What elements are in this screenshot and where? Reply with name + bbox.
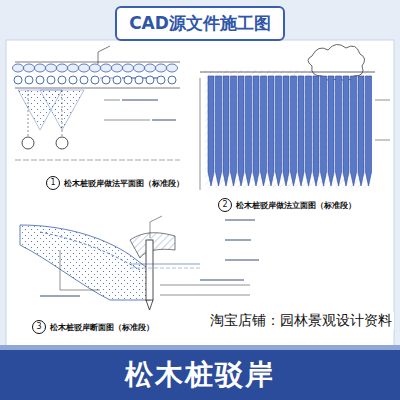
plan-view	[15, 46, 180, 160]
view-title: 松木桩驳岸断面图（标准段）	[50, 322, 154, 333]
pile-row	[13, 64, 178, 84]
header-box: CAD源文件施工图	[115, 6, 285, 41]
pine-pile	[366, 76, 372, 186]
view-title: 松木桩驳岸做法立面图（标准段）	[236, 200, 356, 211]
stone	[167, 64, 178, 72]
pile-top	[146, 76, 154, 84]
stone	[123, 64, 134, 72]
view-caption: 2 松木桩驳岸做法立面图（标准段）	[218, 198, 356, 212]
pine-pile	[216, 76, 222, 186]
pile-grid	[208, 76, 372, 186]
sheet	[6, 40, 394, 348]
pine-pile	[298, 76, 304, 186]
pine-pile	[276, 76, 282, 186]
view-title: 松木桩驳岸做法平面图（标准段）	[64, 178, 184, 189]
pine-pile	[223, 76, 229, 186]
pile-top	[69, 76, 77, 84]
stone	[13, 64, 24, 72]
pine-pile	[351, 76, 357, 186]
stone	[145, 64, 156, 72]
pile-top	[113, 76, 121, 84]
pine-pile	[343, 76, 349, 186]
stone	[46, 64, 57, 72]
pine-pile	[328, 76, 334, 186]
stone	[90, 64, 101, 72]
stone	[79, 64, 90, 72]
note-stroke	[200, 279, 244, 281]
note-stroke	[225, 259, 259, 261]
pine-pile	[208, 76, 214, 186]
pile-top	[25, 76, 33, 84]
note-stroke	[225, 239, 251, 241]
pine-pile	[261, 76, 267, 186]
header-text: CAD源文件施工图	[129, 13, 271, 33]
stone	[156, 64, 167, 72]
stone	[24, 64, 35, 72]
pine-pile	[313, 76, 319, 186]
pine-pile	[268, 76, 274, 186]
pile-top	[47, 76, 55, 84]
pine-pile	[283, 76, 289, 186]
stone	[101, 64, 112, 72]
pine-pile	[336, 76, 342, 186]
callout-number: 2	[218, 198, 232, 212]
note-stroke	[40, 295, 80, 297]
pine-pile	[238, 76, 244, 186]
pile-top	[157, 76, 165, 84]
note-stroke	[225, 219, 255, 221]
stone	[35, 64, 46, 72]
pine-pile	[291, 76, 297, 186]
pile-top	[58, 76, 66, 84]
main-title: 松木桩驳岸	[125, 356, 275, 394]
section-view	[20, 216, 250, 310]
note-stroke	[152, 119, 176, 121]
elevation-view	[200, 44, 390, 190]
pine-pile	[321, 76, 327, 186]
pile-top	[168, 76, 176, 84]
callout-number: 1	[46, 176, 60, 190]
pine-pile	[231, 76, 237, 186]
pine-pile	[253, 76, 259, 186]
note-stroke	[122, 99, 158, 101]
pine-pile	[246, 76, 252, 186]
stone	[68, 64, 79, 72]
title-band	[0, 350, 400, 400]
stone	[112, 64, 123, 72]
pile-top	[102, 76, 110, 84]
pine-pile	[358, 76, 364, 186]
pile-top	[135, 76, 143, 84]
callout-number: 3	[32, 320, 46, 334]
view-caption: 1 松木桩驳岸做法平面图（标准段）	[46, 176, 184, 190]
watermark: 淘宝店铺：园林景观设计资料	[208, 312, 394, 330]
stone	[57, 64, 68, 72]
pile-top	[80, 76, 88, 84]
pile-top	[124, 76, 132, 84]
title-band-text: 松木桩驳岸	[0, 350, 400, 400]
pile-top	[91, 76, 99, 84]
pile-top	[36, 76, 44, 84]
pine-pile	[306, 76, 312, 186]
stone	[134, 64, 145, 72]
view-caption: 3 松木桩驳岸断面图（标准段）	[32, 320, 154, 334]
pile-top	[14, 76, 22, 84]
